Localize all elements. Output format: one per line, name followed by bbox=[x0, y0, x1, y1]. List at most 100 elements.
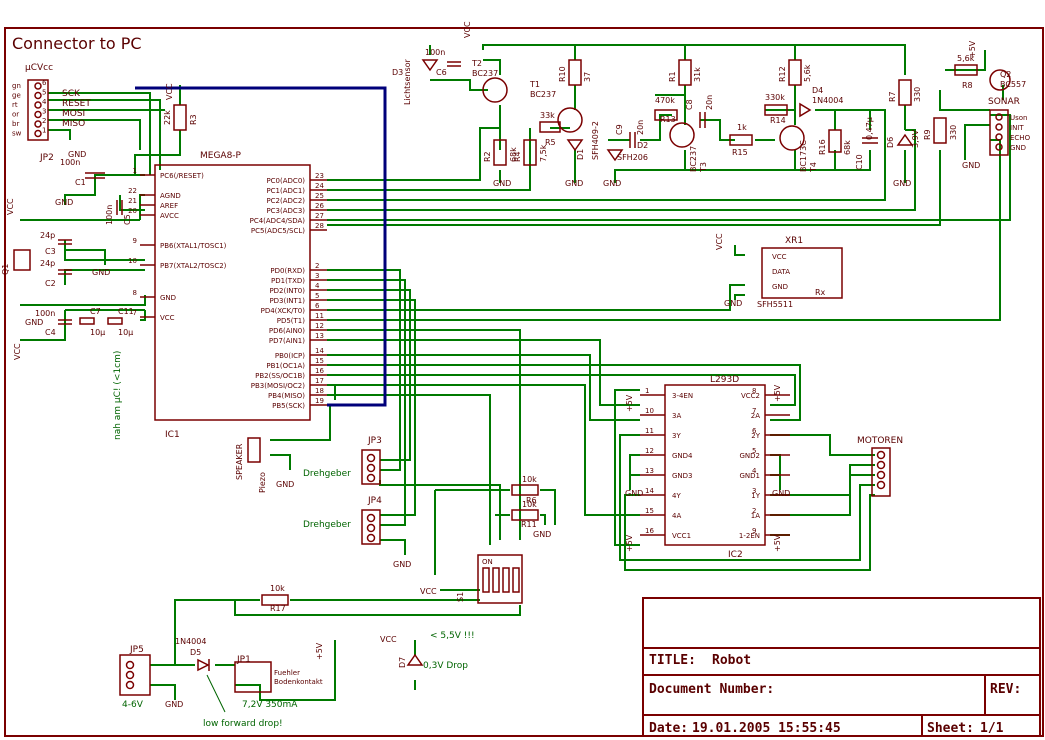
speaker-piezo: SPEAKER Piezo GND bbox=[235, 437, 294, 493]
ic2-pin-number: 14 bbox=[645, 487, 654, 495]
d6-val: 3,9V bbox=[911, 129, 920, 148]
sonar-ref: SONAR bbox=[988, 97, 1020, 107]
sonar-pin-label: INIT bbox=[1010, 124, 1024, 132]
sonar-pin bbox=[995, 113, 1003, 121]
jp5-connector: JP5 4-6V GND bbox=[119, 645, 183, 710]
r3-resistor: 22k R3 VCC bbox=[163, 83, 198, 131]
jp3-note: Drehgeber bbox=[303, 469, 351, 479]
docnum-label: Document Number: bbox=[649, 682, 774, 697]
ic2-5v-b: +5V bbox=[625, 534, 634, 552]
jp2-pin-number: 3 bbox=[42, 108, 46, 116]
sonar-pin bbox=[995, 123, 1003, 131]
jp2-pin bbox=[34, 101, 42, 109]
d7-note: 0,3V Drop bbox=[423, 661, 468, 671]
r7-resistor: R7 330 bbox=[888, 79, 922, 106]
c8-capacitor: C8 20n bbox=[685, 95, 714, 128]
ic1-pin-name: PD7(AIN1) bbox=[269, 337, 305, 345]
c6-ref: C6 bbox=[436, 68, 447, 77]
c1-gnd: GND bbox=[55, 198, 73, 207]
r2-resistor: R2 68k GND bbox=[483, 139, 518, 188]
c2-val: 24p bbox=[40, 259, 55, 268]
t4-transistor: BC173C T4 bbox=[779, 125, 818, 173]
s1-on: ON bbox=[482, 558, 493, 566]
d7-5v: +5V bbox=[315, 642, 324, 660]
ic1-pin-number: 1 bbox=[133, 167, 137, 175]
d1-ref: D1 bbox=[576, 149, 585, 160]
d4-val: 1N4004 bbox=[812, 96, 843, 105]
speaker-val: Piezo bbox=[258, 472, 267, 493]
jp3-ref: JP3 bbox=[367, 436, 382, 446]
jp4-note: Drehgeber bbox=[303, 520, 351, 530]
jp2-pin-number: 1 bbox=[42, 127, 46, 135]
d7-vcc: VCC bbox=[380, 635, 397, 644]
ic1-pin-name: PC4(ADC4/SDA) bbox=[250, 217, 306, 225]
jp2-gnd: GND bbox=[68, 150, 86, 159]
ic1-pin-number: 20 bbox=[128, 207, 137, 215]
d7-ref: D7 bbox=[398, 657, 407, 668]
vcc-left-1: VCC bbox=[6, 198, 15, 215]
ic2-pin-name: 2A bbox=[751, 412, 760, 420]
ic2-gnd-a: GND bbox=[625, 489, 643, 498]
ic1-pin-number: 8 bbox=[133, 289, 137, 297]
r13-ref: R13 bbox=[660, 115, 676, 124]
jp5-gnd: GND bbox=[165, 700, 183, 709]
d5-val: 1N4004 bbox=[175, 637, 206, 646]
r14-ref: R14 bbox=[770, 116, 786, 125]
vcc-top: VCC bbox=[463, 21, 472, 38]
motoren-connector: MOTOREN bbox=[857, 436, 903, 497]
d6-gnd: GND bbox=[893, 179, 911, 188]
jp4-gnd: GND bbox=[393, 560, 411, 569]
ic2-pin-name: 3-4EN bbox=[672, 392, 693, 400]
ic2-pin-name: 1A bbox=[751, 512, 760, 520]
ic1-pin-number: 18 bbox=[315, 387, 324, 395]
sonar-pin-label: Uson bbox=[1010, 114, 1028, 122]
c4-gnd: GND bbox=[25, 318, 43, 327]
ic2-pin-name: GND4 bbox=[672, 452, 693, 460]
c10-val: 0,47µ bbox=[865, 117, 874, 140]
d2-ref: D2 bbox=[637, 141, 648, 150]
c9-capacitor: C9 20n bbox=[615, 120, 645, 148]
ic2-name: L293D bbox=[710, 375, 739, 385]
d7-diode: D7 0,3V Drop VCC < 5,5V !!! +5V bbox=[315, 631, 475, 671]
ic1-pin-number: 16 bbox=[315, 367, 324, 375]
note-lt55: < 5,5V !!! bbox=[430, 631, 475, 641]
jp1-ref: JP1 bbox=[236, 655, 251, 665]
jp4-connector: JP4 Drehgeber GND bbox=[303, 496, 411, 569]
ic2-5v-c: +5V bbox=[773, 384, 782, 402]
jp2-wire-color: or bbox=[12, 111, 19, 119]
jp2-pin-number: 6 bbox=[42, 79, 47, 87]
r13-val: 470k bbox=[655, 96, 675, 105]
c3-capacitor: 24p C3 bbox=[40, 231, 72, 256]
r5-ref: R5 bbox=[545, 138, 556, 147]
ic1-pin-number: 25 bbox=[315, 192, 324, 200]
c1-capacitor: 100n C1 GND bbox=[55, 158, 105, 207]
ic2-pin-number: 8 bbox=[752, 387, 756, 395]
r12-resistor: R12 5,6k bbox=[778, 59, 812, 86]
ic1-pin-name: AVCC bbox=[160, 212, 179, 220]
d5-note: low forward drop! bbox=[203, 719, 283, 729]
ic1-ref: IC1 bbox=[165, 430, 180, 440]
r11-gnd: GND bbox=[533, 530, 551, 539]
r9-resistor: R9 330 bbox=[923, 117, 958, 144]
q1-crystal: Q1 bbox=[1, 249, 31, 275]
jp2-signal: MOSI bbox=[62, 109, 85, 119]
ic1-pin-name: PD6(AIN0) bbox=[269, 327, 305, 335]
ic2-pin-name: 3A bbox=[672, 412, 681, 420]
t1-ref: T1 bbox=[529, 80, 540, 89]
jp2-pin bbox=[34, 110, 42, 119]
t2-val: BC237 bbox=[472, 69, 498, 78]
t2-transistor: T2 BC237 bbox=[471, 59, 508, 103]
ic2-pin-number: 11 bbox=[645, 427, 654, 435]
c10-capacitor: C10 0,47µ bbox=[855, 117, 878, 170]
r2-gnd: GND bbox=[493, 179, 511, 188]
c11-capacitor: C11 10µ bbox=[107, 307, 134, 337]
r11-ref: R11 bbox=[521, 520, 537, 529]
ic1-pin-name: PC2(ADC2) bbox=[266, 197, 305, 205]
ic2-pin-number: 16 bbox=[645, 527, 654, 535]
r11-val: 10k bbox=[522, 500, 537, 509]
r3-vcc: VCC bbox=[165, 83, 174, 100]
